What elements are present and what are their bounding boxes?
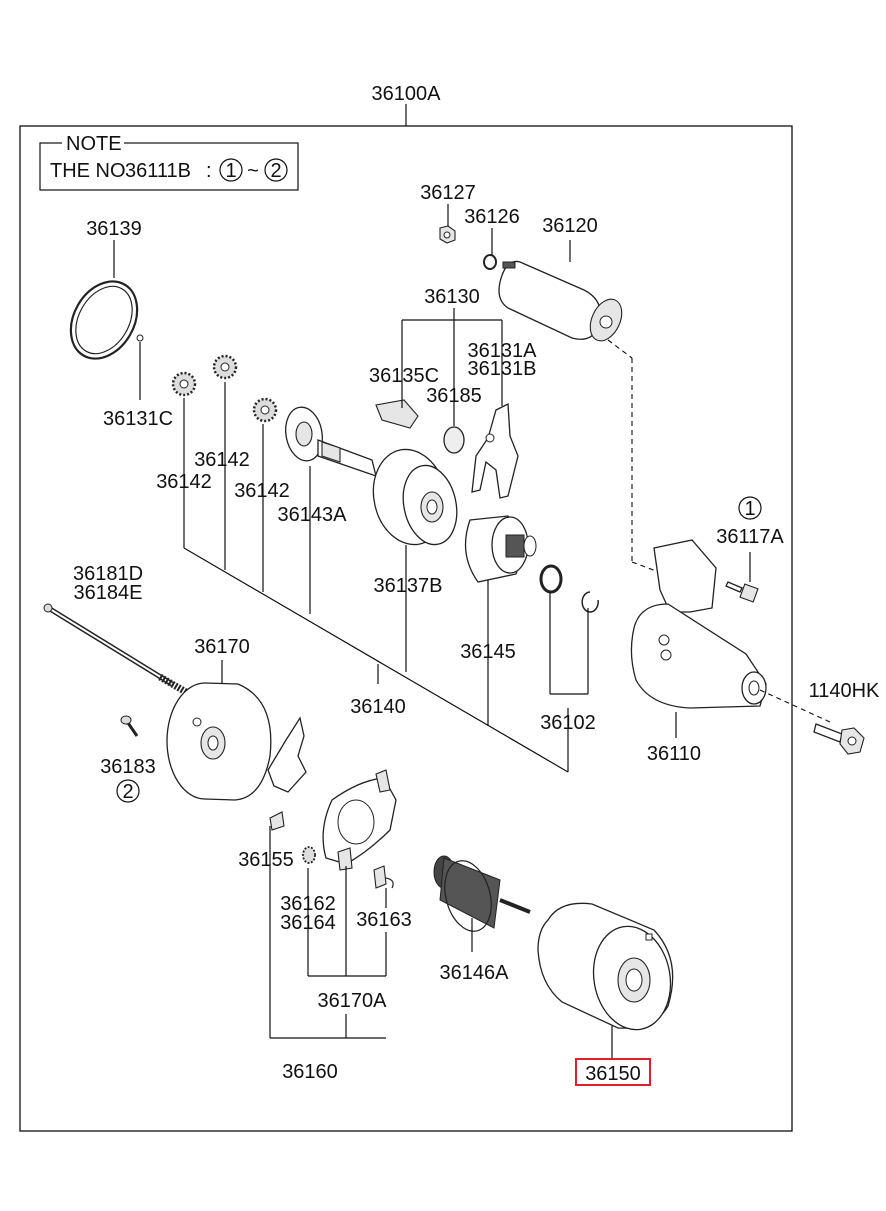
through-bolt-36181D-illustration (43, 603, 188, 696)
label-36110[interactable]: 36110 (647, 743, 701, 765)
highlight-box-36150 (575, 1058, 651, 1086)
label-36131B[interactable]: 36131B (468, 358, 537, 380)
note-colon: : (206, 160, 212, 182)
label-circle-1: 1 (744, 498, 755, 520)
label-36139[interactable]: 36139 (86, 218, 142, 240)
clutch-36145-illustration (464, 515, 537, 583)
label-36181D[interactable]: 36181D (73, 563, 143, 585)
label-36164[interactable]: 36164 (280, 912, 336, 934)
label-1140HK[interactable]: 1140HK (809, 680, 880, 702)
label-36131A[interactable]: 36131A (468, 340, 538, 362)
label-36135C[interactable]: 36135C (369, 365, 439, 387)
brush-36155-illustration (267, 716, 307, 831)
label-36137B[interactable]: 36137B (374, 575, 443, 597)
label-36100A[interactable]: 36100A (372, 83, 442, 105)
label-36127[interactable]: 36127 (420, 182, 476, 204)
spring-36162-illustration (302, 846, 316, 864)
label-36120[interactable]: 36120 (542, 215, 598, 237)
label-36130[interactable]: 36130 (424, 286, 480, 308)
stop-ring-36102a-illustration (539, 564, 563, 594)
armature-36146A-illustration (433, 855, 531, 932)
label-36150[interactable]: 36150 (585, 1063, 641, 1085)
label-36142-right[interactable]: 36142 (234, 480, 290, 502)
screw-36183-illustration (120, 715, 139, 737)
note-range-end: 2 (270, 160, 281, 182)
label-36160[interactable]: 36160 (282, 1061, 338, 1083)
label-36155[interactable]: 36155 (238, 849, 294, 871)
note-title: NOTE (66, 133, 122, 155)
washer-36126-illustration (483, 254, 497, 270)
bolt-1140HK-illustration (813, 723, 865, 755)
label-36145[interactable]: 36145 (460, 641, 516, 663)
label-36170[interactable]: 36170 (194, 636, 250, 658)
gear-housing-36137B-illustration (372, 448, 458, 546)
note-range-sep: ~ (247, 160, 259, 182)
label-36140[interactable]: 36140 (350, 696, 406, 718)
label-36146A[interactable]: 36146A (440, 962, 510, 984)
spring-clip-36163-illustration (373, 865, 394, 889)
label-36102[interactable]: 36102 (540, 712, 596, 734)
label-36183[interactable]: 36183 (100, 756, 156, 778)
lever-36131A-illustration (471, 402, 519, 499)
label-36126[interactable]: 36126 (464, 206, 520, 228)
label-circle-2: 2 (122, 781, 133, 803)
label-36163[interactable]: 36163 (356, 909, 412, 931)
note-box: NOTE THE NO 36111B : 1 ~ 2 (39, 133, 299, 191)
snap-ring-36102b-illustration (581, 591, 599, 613)
disk-36185-illustration (443, 426, 465, 454)
label-36184E[interactable]: 36184E (74, 582, 143, 604)
front-housing-36110-illustration (630, 539, 767, 709)
bolt-36117A-illustration (725, 581, 759, 603)
label-36131C[interactable]: 36131C (103, 408, 173, 430)
solenoid-36120-illustration (498, 260, 623, 342)
nut-36127-illustration (439, 225, 456, 244)
fork-lever-36135C-illustration (375, 399, 419, 429)
label-36162[interactable]: 36162 (280, 893, 336, 915)
circle-1-marker (738, 496, 762, 520)
ring-36139-illustration (69, 280, 139, 360)
label-36185[interactable]: 36185 (426, 385, 482, 407)
label-36170A[interactable]: 36170A (318, 990, 388, 1012)
pinion-gear-36142-middle (212, 354, 238, 380)
pinion-gear-36142-left (171, 371, 197, 397)
label-36117A[interactable]: 36117A (716, 526, 784, 548)
end-frame-36170-illustration (166, 682, 272, 801)
brush-holder-plate-illustration (322, 769, 397, 871)
note-part[interactable]: 36111B (125, 160, 191, 182)
label-36143A[interactable]: 36143A (278, 504, 348, 526)
note-range-start: 1 (225, 160, 236, 182)
label-36142-left[interactable]: 36142 (156, 471, 212, 493)
shaft-36143A-illustration (285, 406, 377, 478)
circle-2-marker (116, 779, 140, 803)
pinion-gear-36142-right (252, 397, 278, 423)
note-prefix: THE NO (50, 160, 126, 182)
leader-lines (113, 204, 751, 1058)
yoke-36150-illustration (537, 902, 674, 1031)
label-36142-middle[interactable]: 36142 (194, 449, 250, 471)
